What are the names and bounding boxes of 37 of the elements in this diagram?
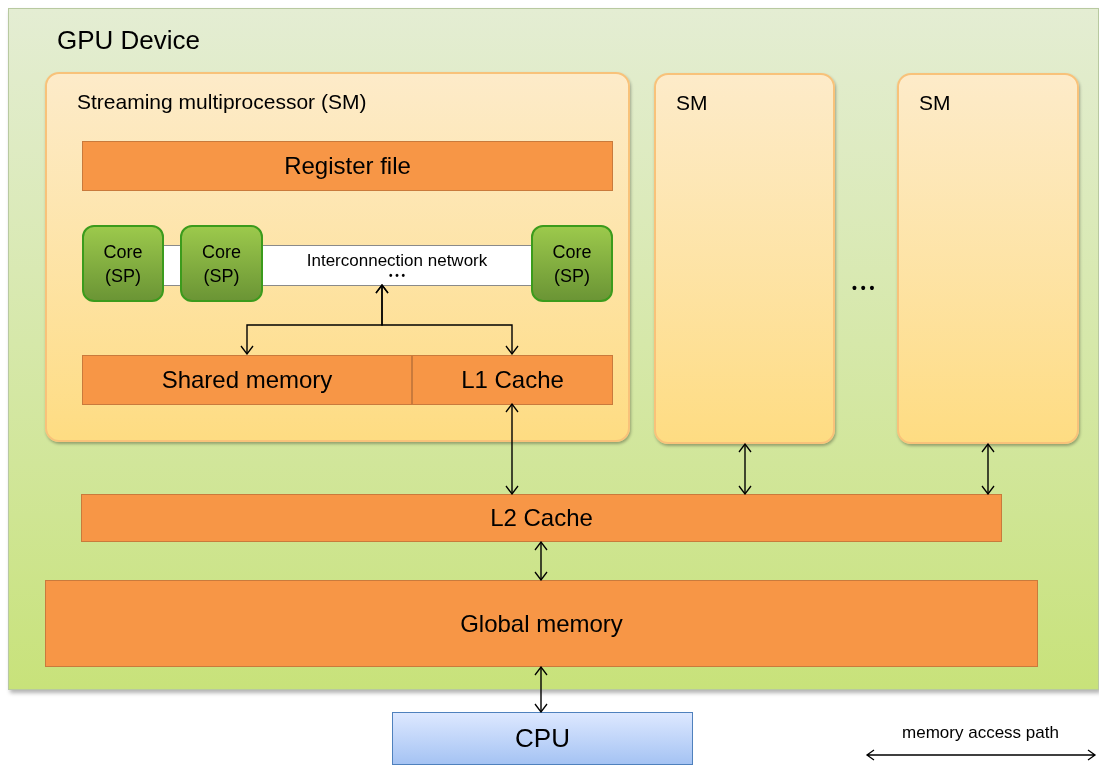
network-bar: [263, 245, 531, 286]
block-label: L2 Cache: [490, 503, 593, 533]
arrow: [738, 443, 752, 495]
core-box: [180, 225, 263, 302]
block-label: Shared memory: [161, 365, 333, 395]
memory-block: [82, 141, 613, 191]
core-label: Core (SP): [201, 240, 242, 288]
multiprocessor-panel: [897, 73, 1079, 444]
core-box: [82, 225, 164, 302]
arrow: [534, 541, 548, 581]
arrow: [505, 403, 519, 495]
memory-block: [82, 355, 412, 405]
block-label: Register file: [284, 151, 411, 181]
core-label: Core (SP): [102, 240, 144, 288]
arrow: [534, 666, 548, 713]
cpu-box: [392, 712, 693, 765]
ellipsis: • • •: [852, 279, 875, 298]
block-label: L1 Cache: [461, 365, 564, 395]
arrow: [375, 284, 519, 355]
legend-label: memory access path: [902, 722, 1059, 744]
panel-title: GPU Device: [57, 24, 201, 57]
device-panel: [8, 8, 1099, 690]
multiprocessor-panel: [654, 73, 835, 444]
ellipsis: • • •: [388, 270, 406, 281]
panel-title: SM: [919, 90, 951, 116]
memory-block: [81, 494, 1002, 542]
core-label: Core (SP): [551, 240, 593, 288]
memory-block: [45, 580, 1038, 667]
block-label: Global memory: [460, 608, 623, 639]
panel-title: SM: [676, 90, 708, 116]
network-label: Interconnection network: [306, 250, 488, 271]
panel-title: Streaming multiprocessor (SM): [77, 89, 367, 115]
cpu-label: CPU: [515, 722, 570, 755]
core-box: [531, 225, 613, 302]
memory-block: [412, 355, 613, 405]
multiprocessor-panel: [45, 72, 630, 442]
arrow: [981, 443, 995, 495]
